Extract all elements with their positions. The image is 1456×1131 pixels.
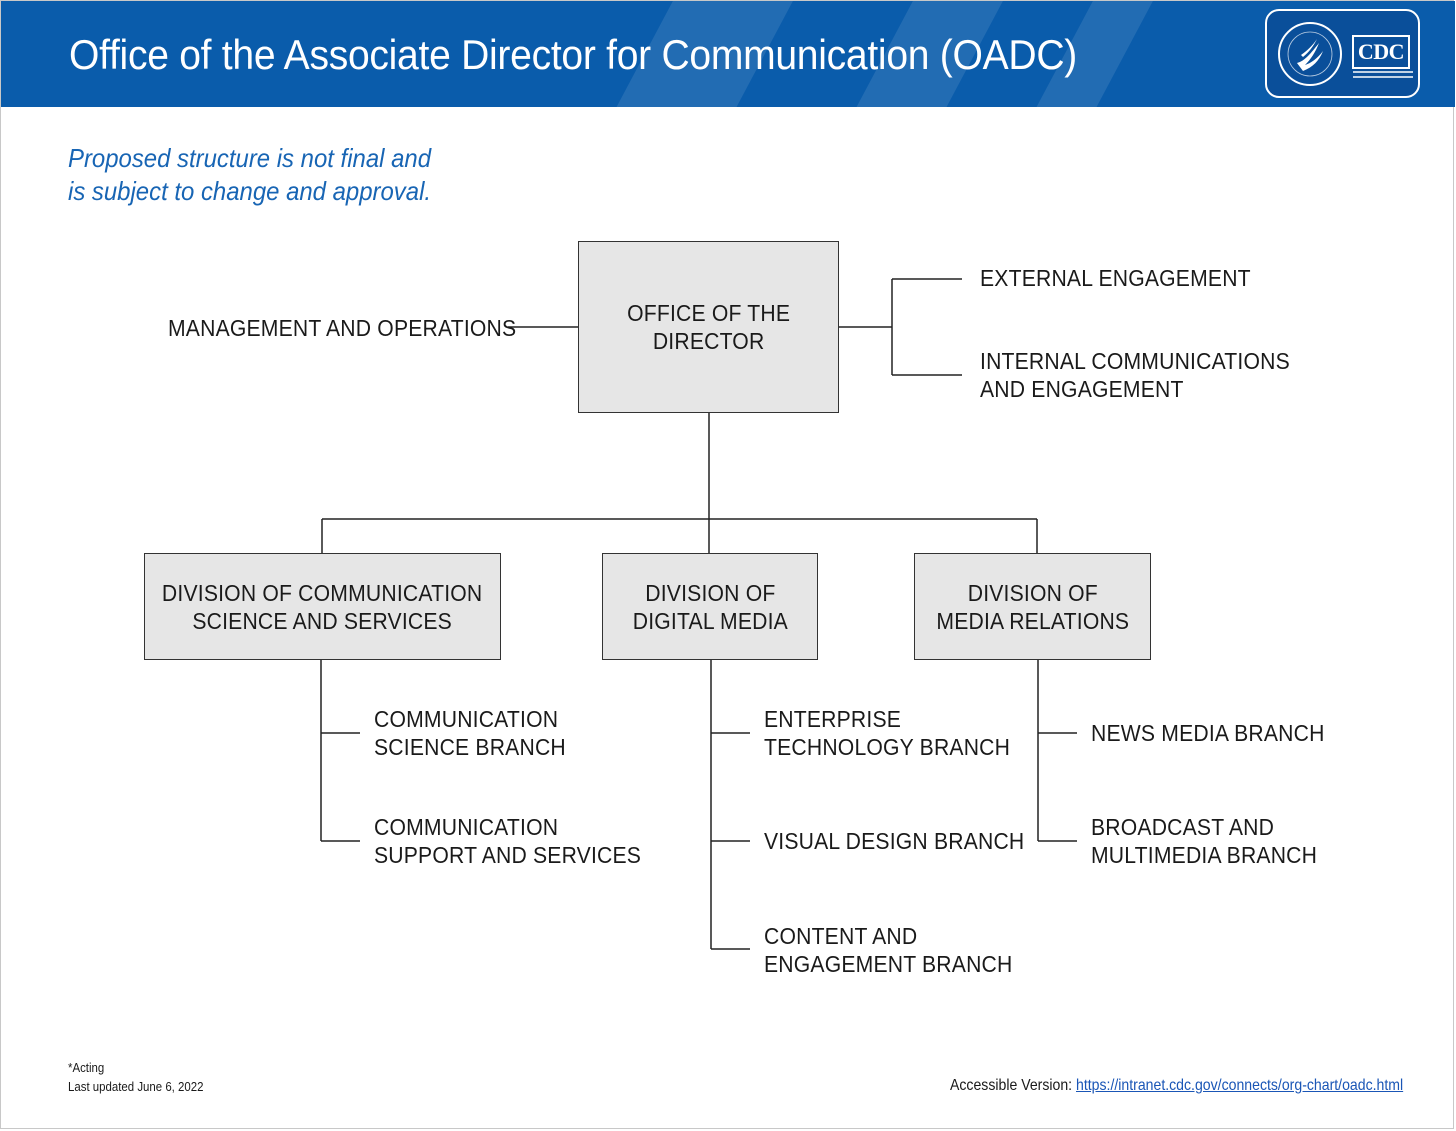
division-box-digital-media: DIVISION OF DIGITAL MEDIA (602, 553, 818, 660)
acting-note: *Acting (68, 1060, 105, 1075)
cdc-logo: CDC (1265, 9, 1420, 98)
branch-broadcast-multimedia: BROADCAST AND MULTIMEDIA BRANCH (1091, 814, 1318, 868)
branch-communication-support: COMMUNICATION SUPPORT AND SERVICES (374, 814, 642, 868)
last-updated: Last updated June 6, 2022 (68, 1079, 204, 1094)
hhs-seal-icon (1278, 22, 1342, 86)
division-box-media-relations: DIVISION OF MEDIA RELATIONS (914, 553, 1151, 660)
disclaimer-line: is subject to change and approval. (68, 176, 432, 206)
division-label: DIVISION OF DIGITAL MEDIA (632, 579, 788, 634)
staff-internal-communications: INTERNAL COMMUNICATIONS AND ENGAGEMENT (980, 348, 1290, 402)
branch-communication-science: COMMUNICATION SCIENCE BRANCH (374, 706, 566, 760)
branch-enterprise-technology: ENTERPRISE TECHNOLOGY BRANCH (764, 706, 1011, 760)
director-label: OFFICE OF THE DIRECTOR (626, 300, 791, 354)
division-label: DIVISION OF COMMUNICATION SCIENCE AND SE… (162, 579, 483, 634)
accessible-version: Accessible Version: https://intranet.cdc… (950, 1077, 1403, 1095)
division-box-communication-science: DIVISION OF COMMUNICATION SCIENCE AND SE… (144, 553, 501, 660)
cdc-subtitle-lines (1353, 71, 1413, 83)
header-banner: Office of the Associate Director for Com… (1, 1, 1455, 107)
branch-content-engagement: CONTENT AND ENGAGEMENT BRANCH (764, 923, 1013, 977)
branch-news-media: NEWS MEDIA BRANCH (1091, 720, 1325, 746)
staff-external-engagement: EXTERNAL ENGAGEMENT (980, 265, 1251, 291)
cdc-badge: CDC (1352, 35, 1410, 69)
disclaimer-line: Proposed structure is not final and (68, 143, 431, 173)
staff-management-operations: MANAGEMENT AND OPERATIONS (168, 315, 517, 341)
branch-visual-design: VISUAL DESIGN BRANCH (764, 828, 1025, 854)
disclaimer-note: Proposed structure is not final and is s… (68, 142, 454, 208)
accessible-version-label: Accessible Version: (950, 1077, 1073, 1094)
division-label: DIVISION OF MEDIA RELATIONS (936, 579, 1129, 634)
director-box: OFFICE OF THE DIRECTOR (578, 241, 839, 413)
accessible-version-link[interactable]: https://intranet.cdc.gov/connects/org-ch… (1076, 1077, 1404, 1094)
page-title: Office of the Associate Director for Com… (69, 31, 1077, 78)
